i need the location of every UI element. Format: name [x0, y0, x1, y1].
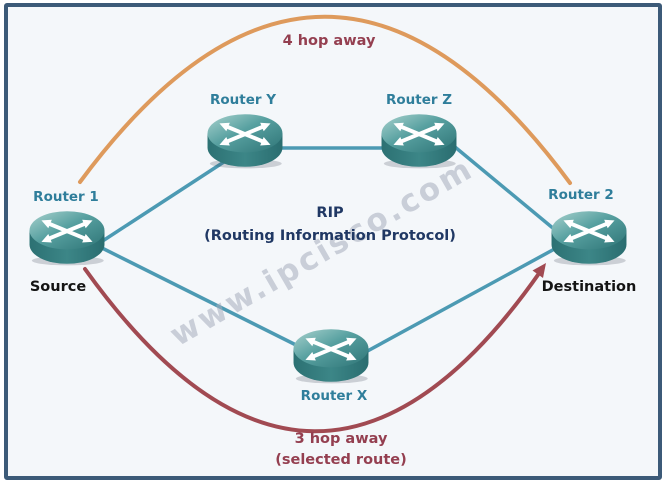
top-route-label: 4 hop away — [282, 33, 376, 49]
link-routerX-router2 — [361, 244, 561, 356]
routerZ-label: Router Z — [385, 92, 453, 108]
link-router1-routerY — [97, 156, 231, 246]
protocol-title-line2: (Routing Information Protocol) — [204, 228, 456, 244]
protocol-title: RIP (Routing Information Protocol) — [204, 202, 456, 248]
router2-icon — [549, 209, 629, 267]
bottom-route-label-line2: (selected route) — [275, 452, 407, 468]
link-router1-routerX — [97, 244, 311, 354]
routerX-icon — [291, 327, 371, 385]
protocol-title-line1: RIP — [316, 205, 344, 221]
routerZ-icon — [379, 112, 459, 170]
route-selected-arc — [83, 267, 542, 434]
bottom-route-label: 3 hop away (selected route) — [275, 429, 407, 471]
routerX-label: Router X — [300, 388, 368, 404]
bottom-route-label-line1: 3 hop away — [294, 431, 388, 447]
source-label: Source — [29, 279, 87, 295]
router2-label: Router 2 — [548, 187, 614, 203]
route-selected-arrowhead — [532, 263, 546, 278]
router1-icon — [27, 209, 107, 267]
link-routerZ-router2 — [453, 145, 562, 236]
route-top-arc — [78, 14, 572, 185]
router1-label: Router 1 — [33, 189, 99, 205]
routerY-label: Router Y — [209, 92, 277, 108]
destination-label: Destination — [541, 279, 637, 295]
routerY-icon — [205, 112, 285, 170]
